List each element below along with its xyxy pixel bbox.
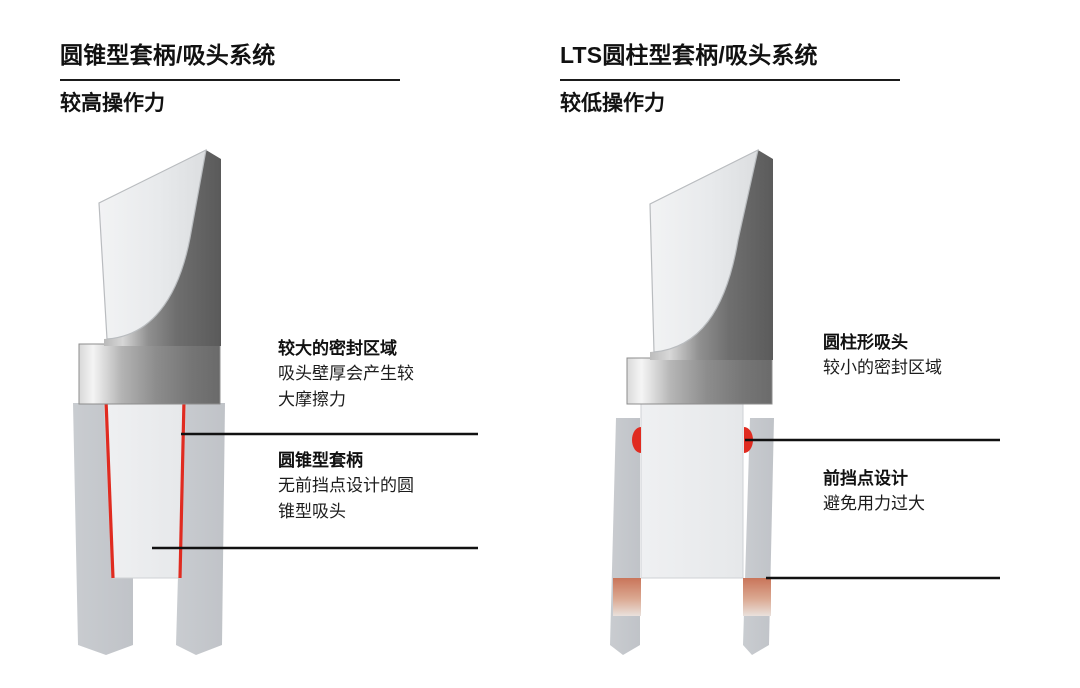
annotation-conical-shaft: 圆锥型套柄 无前挡点设计的圆 锥型吸头	[278, 448, 493, 525]
tip-left-wall	[73, 403, 133, 655]
annotation-line: 吸头壁厚会产生较	[278, 364, 414, 383]
panel-title: 圆锥型套柄/吸头系统	[60, 42, 276, 68]
seal-point-right	[744, 427, 753, 453]
annotation-heading: 圆柱形吸头	[823, 333, 908, 352]
shaft-outer-face	[650, 150, 773, 360]
seal-contact-line-left	[104, 399, 115, 579]
panel-subtitle: 较高操作力	[60, 92, 165, 115]
title-divider	[60, 79, 400, 81]
shaft-collar	[626, 357, 773, 405]
front-stop-point-right	[743, 578, 771, 616]
inner-cylindrical-shaft	[640, 402, 744, 579]
annotation-line: 大摩擦力	[278, 390, 346, 409]
annotation-heading: 圆锥型套柄	[278, 451, 363, 470]
annotation-line: 较小的密封区域	[823, 358, 942, 377]
annotation-heading: 较大的密封区域	[278, 339, 397, 358]
annotation-line: 锥型吸头	[278, 502, 346, 521]
title-divider	[560, 79, 900, 81]
panel-conical: 圆锥型套柄/吸头系统 较高操作力	[60, 40, 500, 655]
panel-heading-lts: LTS圆柱型套柄/吸头系统 较低操作力	[560, 40, 1000, 118]
panel-heading-conical: 圆锥型套柄/吸头系统 较高操作力	[60, 40, 500, 118]
panel-subtitle: 较低操作力	[560, 92, 665, 115]
annotation-line: 避免用力过大	[823, 494, 925, 513]
inner-conical-shaft	[103, 402, 187, 579]
tip-right-wall	[743, 418, 774, 655]
shaft-front-face	[649, 148, 759, 353]
front-stop-point-left	[613, 578, 641, 616]
shaft-outer-face	[104, 150, 221, 346]
annotation-seal-area: 较大的密封区域 吸头壁厚会产生较 大摩擦力	[278, 336, 493, 413]
seal-contact-line-right	[178, 399, 186, 579]
tip-right-wall	[176, 403, 225, 655]
tip-left-wall	[610, 418, 640, 655]
shaft-collar	[78, 343, 221, 405]
shaft-front-face	[98, 148, 207, 340]
seal-point-left	[632, 427, 641, 453]
annotation-front-stop: 前挡点设计 避免用力过大	[823, 466, 1038, 517]
panel-lts-cylindrical: LTS圆柱型套柄/吸头系统 较低操作力	[540, 0, 1080, 688]
annotation-heading: 前挡点设计	[823, 469, 908, 488]
annotation-cylindrical-tip: 圆柱形吸头 较小的密封区域	[823, 330, 1038, 381]
panel-title: LTS圆柱型套柄/吸头系统	[560, 42, 818, 68]
annotation-line: 无前挡点设计的圆	[278, 476, 414, 495]
